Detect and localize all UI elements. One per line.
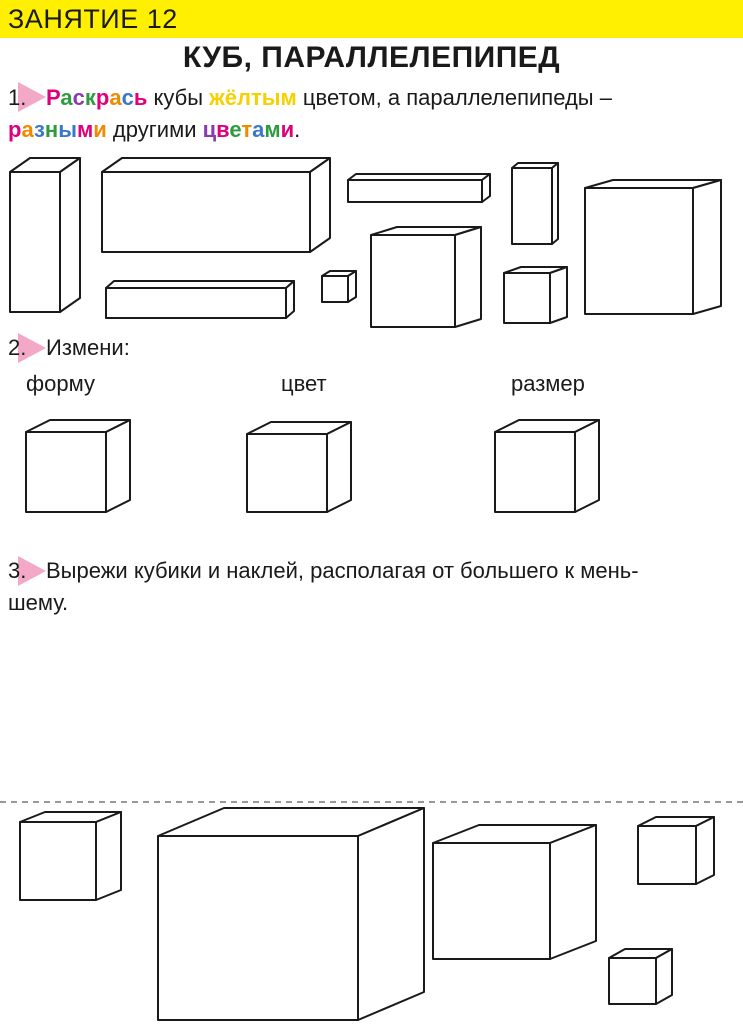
cube-change-color: [246, 421, 352, 513]
task-1-line2-segment: р: [8, 117, 22, 142]
task-1-line2-segment: а: [252, 117, 265, 142]
task-1-line1-segment: к: [84, 85, 96, 110]
flat-box-2: [105, 280, 295, 319]
task-1-line1-segment: ь: [133, 85, 148, 110]
task-1-line2-segment: другими: [106, 117, 203, 142]
task-1-line1-segment: с: [72, 85, 85, 110]
page-title: КУБ, ПАРАЛЛЕЛЕПИПЕД: [182, 41, 561, 74]
task-1-line1-segment: цветом, а параллелепипеды –: [296, 85, 612, 110]
task-2-text: Измени:: [46, 335, 130, 360]
task-1-line2-segment: м: [264, 117, 281, 142]
task-1-line2-segment: м: [77, 117, 94, 142]
task-1-line-2: разными другими цветами.: [8, 116, 300, 144]
task-1-line2-segment: н: [44, 117, 59, 142]
cutout-cube-5: [608, 948, 673, 1005]
task-1-line2-segment: в: [216, 117, 230, 142]
task-2-line: 2. Измени:: [8, 334, 130, 362]
tall-box-1: [9, 157, 81, 313]
cutout-cube-1: [19, 811, 122, 901]
task-1-line2-segment: ы: [58, 117, 77, 142]
task-1-line2-segment: з: [33, 117, 45, 142]
task-1-line2-segment: а: [21, 117, 34, 142]
task-3-text-1: Вырежи кубики и наклей, располагая от бо…: [46, 558, 639, 583]
task-3-line-2: шему.: [8, 589, 68, 617]
large-cube-1: [584, 179, 722, 315]
label-color: цвет: [281, 371, 327, 396]
lesson-label: ЗАНЯТИЕ 12: [8, 4, 178, 34]
small-cube-2: [503, 266, 568, 324]
task-1-text-1: Раскрась кубы жёлтым цветом, а параллеле…: [46, 85, 612, 110]
wide-box-1: [101, 157, 331, 253]
task-1-line1-segment: с: [121, 85, 134, 110]
task-1-line2-segment: ц: [202, 117, 217, 142]
label-shape: форму: [26, 371, 95, 396]
cutout-cube-2: [157, 807, 425, 1021]
task-1-line1-segment: а: [109, 85, 122, 110]
task-3-text-2: шему.: [8, 590, 69, 615]
cutout-cube-4: [637, 816, 715, 885]
task-1-line2-segment: и: [280, 117, 295, 142]
flat-box-1: [347, 173, 491, 203]
task-1-line1-segment: жёлтым: [209, 85, 297, 110]
cutout-cube-3: [432, 824, 597, 960]
label-size: размер: [511, 371, 585, 396]
task-1-line1-segment: Р: [46, 85, 61, 110]
task-1-line1-segment: а: [60, 85, 73, 110]
task-1-number: 1.: [8, 85, 27, 110]
task-2-number: 2.: [8, 335, 27, 360]
task-1-line2-segment: е: [229, 117, 242, 142]
task-1-flag: [18, 82, 46, 112]
small-tall-box: [511, 162, 559, 245]
task-2-flag: [18, 333, 46, 363]
header-band: [0, 0, 743, 38]
task-1-line2-segment: .: [294, 117, 301, 142]
task-3-number: 3.: [8, 558, 27, 583]
task-1-line2-segment: т: [241, 117, 253, 142]
task-3-line-1: 3. Вырежи кубики и наклей, располагая от …: [8, 557, 639, 585]
cube-change-shape: [25, 419, 131, 513]
task-1-line-1: 1.Раскрась кубы жёлтым цветом, а паралле…: [8, 84, 612, 112]
small-cube-1: [321, 270, 357, 303]
task-3-flag: [18, 556, 46, 586]
medium-cube-1: [370, 226, 482, 328]
task-1-text-2: разными другими цветами.: [8, 117, 300, 142]
task-1-line1-segment: р: [95, 85, 110, 110]
cube-change-size: [494, 419, 600, 513]
task-1-line1-segment: кубы: [147, 85, 210, 110]
task-1-line2-segment: и: [93, 117, 107, 142]
